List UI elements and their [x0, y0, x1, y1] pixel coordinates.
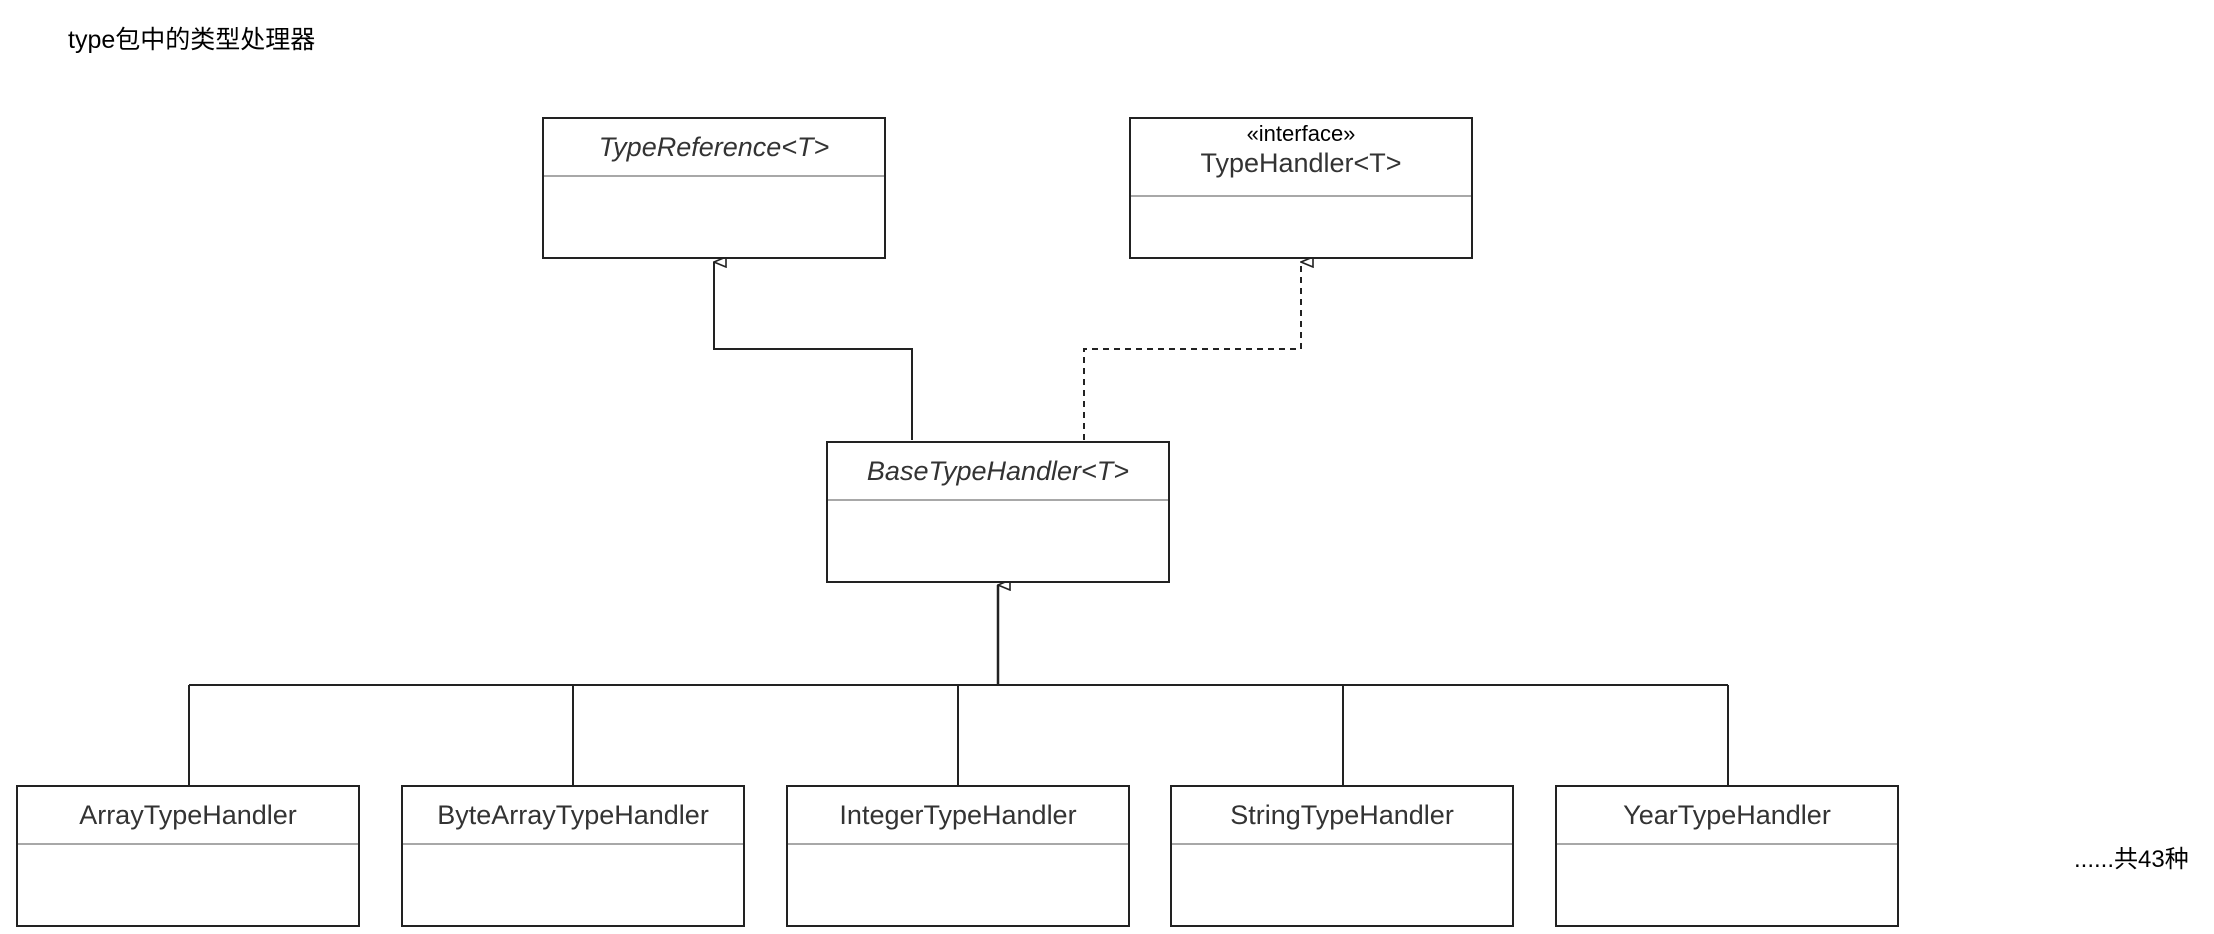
class-string-type-handler[interactable]: StringTypeHandler	[1170, 785, 1514, 927]
class-name: TypeReference<T>	[598, 132, 830, 162]
class-header: IntegerTypeHandler	[788, 787, 1128, 845]
class-name: TypeHandler<T>	[1200, 148, 1402, 178]
class-header: ByteArrayTypeHandler	[403, 787, 743, 845]
realization-base-to-typehandler	[1083, 262, 1301, 440]
class-header: YearTypeHandler	[1557, 787, 1897, 845]
class-base-type-handler[interactable]: BaseTypeHandler<T>	[826, 441, 1170, 583]
class-type-reference[interactable]: TypeReference<T>	[542, 117, 886, 259]
class-header: TypeReference<T>	[544, 119, 884, 177]
class-name: StringTypeHandler	[1230, 800, 1454, 830]
class-header: ArrayTypeHandler	[18, 787, 358, 845]
generalization-base-to-typereference	[713, 262, 913, 440]
class-name: YearTypeHandler	[1623, 800, 1831, 830]
class-name: IntegerTypeHandler	[839, 800, 1077, 830]
class-name: BaseTypeHandler<T>	[866, 456, 1130, 486]
class-header: «interface» TypeHandler<T>	[1131, 119, 1471, 197]
class-header: StringTypeHandler	[1172, 787, 1512, 845]
class-header: BaseTypeHandler<T>	[828, 443, 1168, 501]
class-integer-type-handler[interactable]: IntegerTypeHandler	[786, 785, 1130, 927]
class-name: ByteArrayTypeHandler	[437, 800, 709, 830]
class-year-type-handler[interactable]: YearTypeHandler	[1555, 785, 1899, 927]
class-name: ArrayTypeHandler	[79, 800, 297, 830]
class-byte-array-type-handler[interactable]: ByteArrayTypeHandler	[401, 785, 745, 927]
class-stereotype: «interface»	[1246, 121, 1356, 146]
page-title: type包中的类型处理器	[68, 26, 316, 54]
class-array-type-handler[interactable]: ArrayTypeHandler	[16, 785, 360, 927]
interface-type-handler[interactable]: «interface» TypeHandler<T>	[1129, 117, 1473, 259]
count-note: ......共43种	[2074, 846, 2189, 873]
